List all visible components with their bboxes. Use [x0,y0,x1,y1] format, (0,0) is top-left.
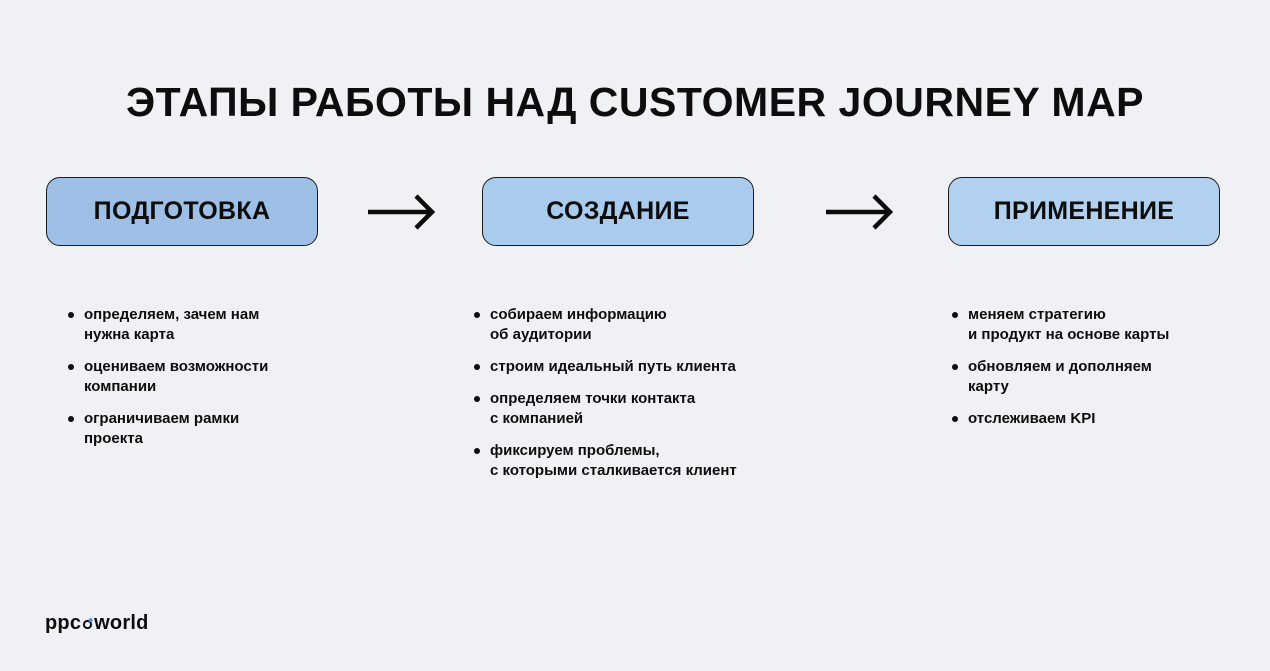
arrow-right-icon [826,194,894,230]
stage-label: ПРИМЕНЕНИЕ [993,197,1175,225]
list-item: определяем точки контакта с компанией [474,389,794,429]
bullet-icon [474,448,480,454]
stage-label: СОЗДАНИЕ [546,197,690,225]
list-item: определяем, зачем нам нужна карта [68,305,348,345]
logo-text-left: ppc [45,611,82,634]
ppc-world-logo: ppc world [45,611,149,635]
stage-preparation: ПОДГОТОВКА [46,177,318,246]
bullet-icon [68,416,74,422]
preparation-steps-list: определяем, зачем нам нужна карта оценив… [68,305,348,461]
list-item: меняем стратегию и продукт на основе кар… [952,305,1252,345]
bullet-icon [474,396,480,402]
bullet-icon [952,312,958,318]
list-item: оцениваем возможности компании [68,357,348,397]
stage-creation: СОЗДАНИЕ [482,177,754,246]
arrow-right-icon [368,194,436,230]
list-item: собираем информацию об аудитории [474,305,794,345]
application-steps-list: меняем стратегию и продукт на основе кар… [952,305,1252,441]
creation-steps-list: собираем информацию об аудитории строим … [474,305,794,493]
list-item: ограничиваем рамки проекта [68,409,348,449]
page-title: ЭТАПЫ РАБОТЫ НАД CUSTOMER JOURNEY MAP [125,79,1145,125]
bullet-icon [474,364,480,370]
list-item: обновляем и дополняем карту [952,357,1252,397]
list-item: строим идеальный путь клиента [474,357,794,377]
stage-application: ПРИМЕНЕНИЕ [948,177,1220,246]
bullet-icon [68,312,74,318]
stage-label: ПОДГОТОВКА [93,197,271,225]
bullet-icon [952,364,958,370]
bullet-icon [474,312,480,318]
bullet-icon [68,364,74,370]
logo-text-right: world [94,611,149,634]
list-item: отслеживаем KPI [952,409,1252,429]
list-item: фиксируем проблемы, с которыми сталкивае… [474,441,794,481]
bullet-icon [952,416,958,422]
logo-mark-icon [83,617,93,629]
